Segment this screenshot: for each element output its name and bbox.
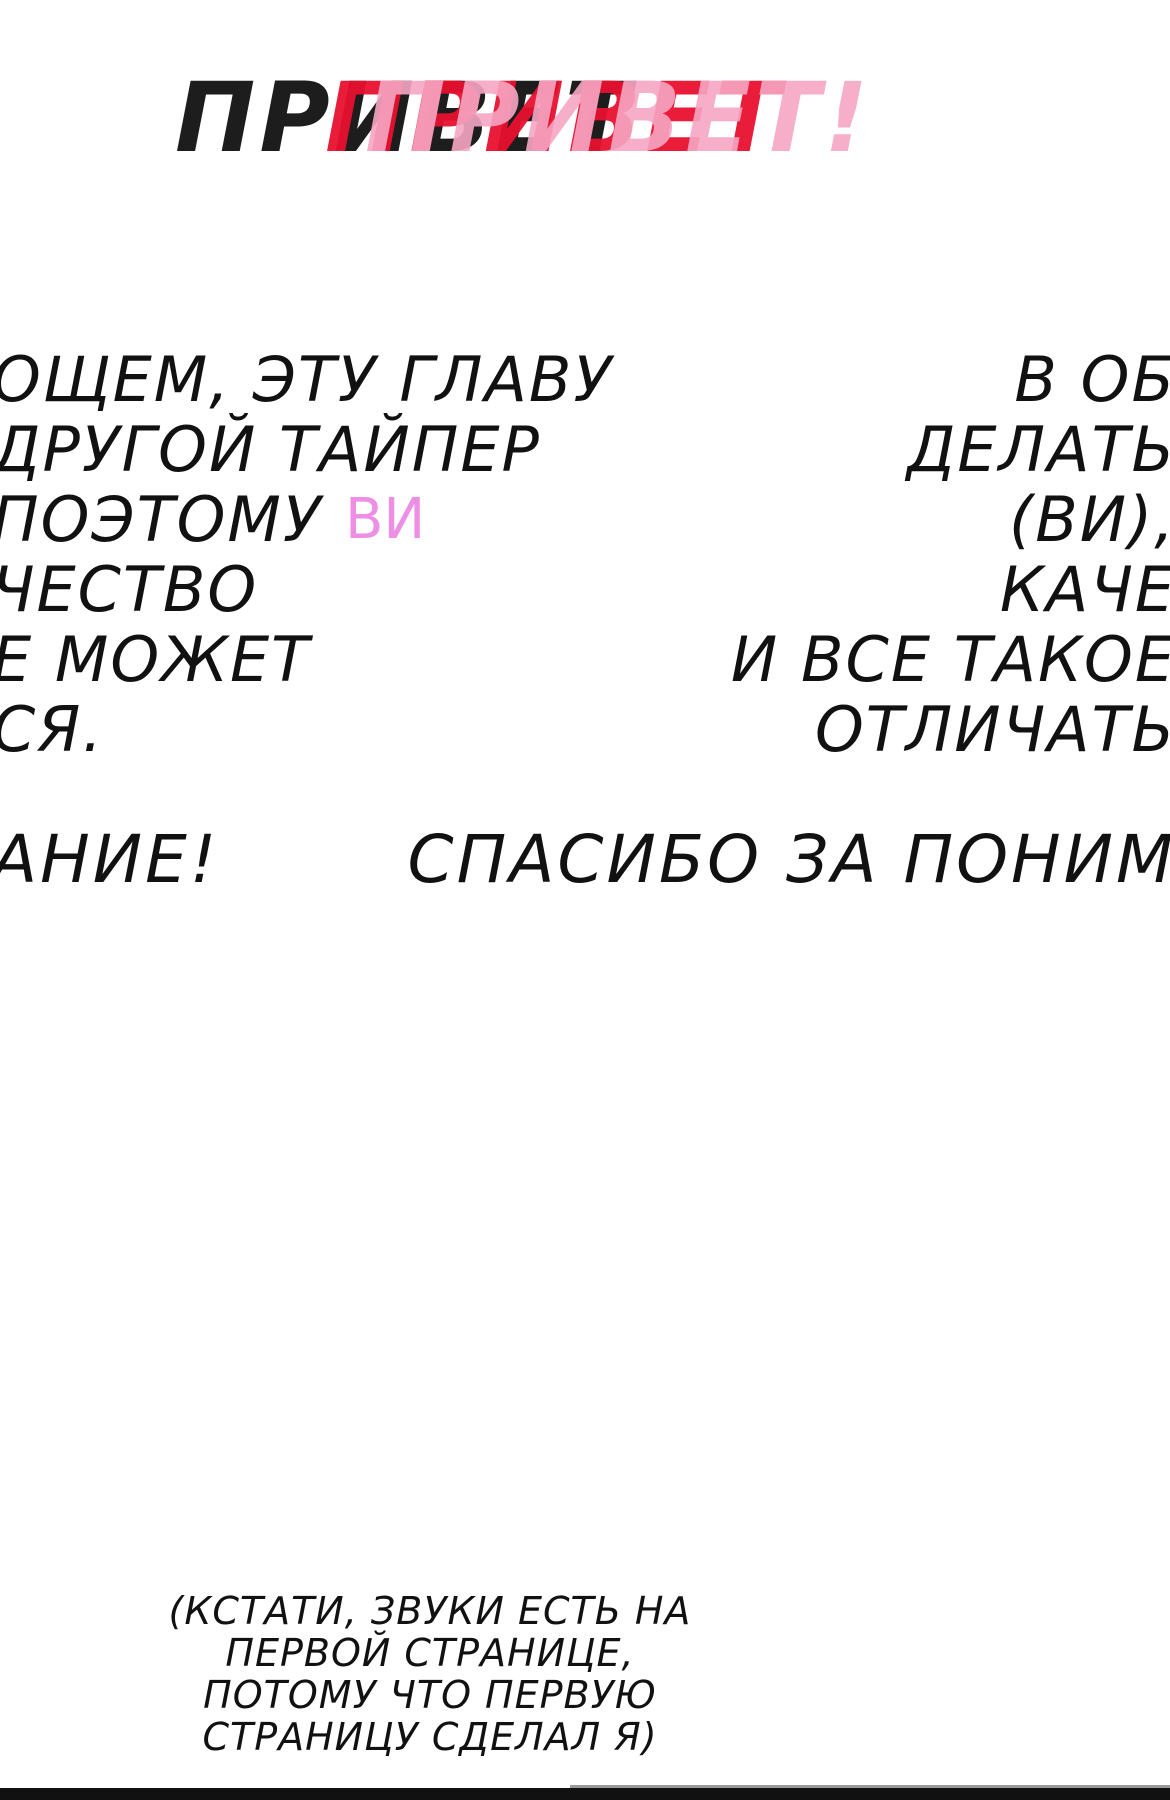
title-red-layer: ПРИВЕТ (325, 62, 785, 174)
thanks-right: СПАСИБО ЗА ПОНИМ (407, 821, 1170, 898)
left-line-5: Е МОЖЕТ (0, 623, 312, 696)
page-title: ПРИВЕТ ПРИВЕТ ПРИВЕТ! (175, 58, 875, 178)
bottom-border (0, 1788, 1170, 1800)
right-line-5: И ВСЕ ТАКОЕ (730, 623, 1170, 696)
left-line-3: ПОЭТОМУ (0, 483, 323, 556)
right-text-block: В ОБ ДЕЛАТЬ (ВИ), КАЧЕ И ВСЕ ТАКОЕ ОТЛИЧ… (616, 345, 1170, 765)
right-line-2: ДЕЛАТЬ (906, 413, 1170, 486)
left-line-2: ДРУГОЙ ТАЙПЕР (0, 413, 541, 486)
title-pink-layer: ПРИВЕТ! (365, 62, 873, 174)
thanks-left: АНИЕ! (0, 821, 220, 898)
right-line-1: В ОБ (1014, 343, 1170, 416)
footnote-line-4: СТРАНИЦУ СДЕЛАЛ Я) (202, 1715, 658, 1759)
right-line-6: ОТЛИЧАТЬ (815, 693, 1170, 766)
footnote: (КСТАТИ, ЗВУКИ ЕСТЬ НА ПЕРВОЙ СТРАНИЦЕ, … (80, 1590, 780, 1758)
left-text-block: ОЩЕМ, ЭТУ ГЛАВУ ДРУГОЙ ТАЙПЕР ПОЭТОМУ ЧЕ… (0, 345, 613, 765)
left-line-1: ОЩЕМ, ЭТУ ГЛАВУ (0, 343, 614, 416)
footnote-line-2: ПЕРВОЙ СТРАНИЦЕ, (225, 1631, 635, 1675)
right-line-4: КАЧЕ (999, 553, 1170, 626)
footnote-line-1: (КСТАТИ, ЗВУКИ ЕСТЬ НА (168, 1589, 692, 1633)
left-line-6: СЯ. (0, 693, 105, 766)
translator-annotation: ВИ (345, 487, 426, 552)
right-line-3: (ВИ), (1009, 483, 1170, 556)
title-dark-layer: ПРИВЕТ (175, 62, 635, 174)
left-line-4: ЧЕСТВО (0, 553, 259, 626)
footnote-line-3: ПОТОМУ ЧТО ПЕРВУЮ (203, 1673, 657, 1717)
